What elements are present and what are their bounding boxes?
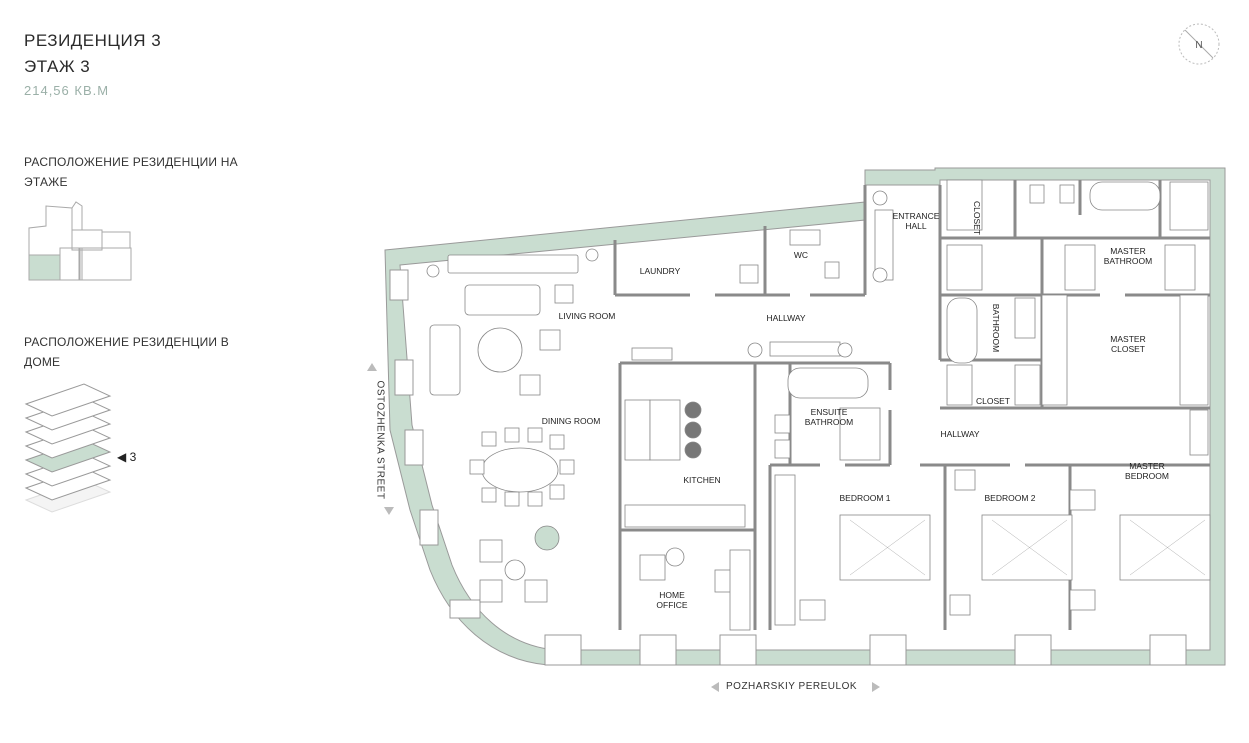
room-kitchen: KITCHEN <box>683 475 721 485</box>
arrow-down-icon <box>384 507 394 515</box>
room-wc: WC <box>793 250 809 260</box>
area-value: 214,56 КВ.М <box>24 83 110 98</box>
room-bedroom-2: BEDROOM 2 <box>984 493 1036 503</box>
room-ensuite-bathroom: ENSUITE BATHROOM <box>804 407 854 427</box>
room-bedroom-1: BEDROOM 1 <box>839 493 891 503</box>
floor-marker: ◀ 3 <box>117 450 137 464</box>
room-master-bedroom: MASTER BEDROOM <box>1125 461 1169 481</box>
street-south: POZHARSKIY PEREULOK <box>726 681 858 692</box>
room-closet-mid: CLOSET <box>975 396 1011 406</box>
arrow-right-icon <box>872 682 880 692</box>
room-master-closet: MASTER CLOSET <box>1110 334 1146 354</box>
room-dining-room: DINING ROOM <box>541 416 601 426</box>
room-closet-top: CLOSET <box>972 200 982 236</box>
building-stack-diagram <box>24 383 112 513</box>
arrow-left-icon <box>711 682 719 692</box>
street-west: OSTOZHENKA STREET <box>374 380 386 500</box>
room-hallway-top: HALLWAY <box>766 313 806 323</box>
room-hallway-mid: HALLWAY <box>940 429 980 439</box>
floor-name: ЭТАЖ 3 <box>24 57 91 76</box>
floor-thumbnail <box>28 201 132 281</box>
floor-plan <box>384 167 1226 666</box>
room-living-room: LIVING ROOM <box>558 311 616 321</box>
location-floor-title: РАСПОЛОЖЕНИЕ РЕЗИДЕНЦИИ НА ЭТАЖЕ <box>24 155 238 189</box>
residence-name: РЕЗИДЕНЦИЯ 3 <box>24 31 162 50</box>
room-laundry: LAUNDRY <box>639 266 681 276</box>
room-home-office: HOME OFFICE <box>656 590 688 610</box>
residence-title: РЕЗИДЕНЦИЯ 3 ЭТАЖ 3 <box>24 28 161 80</box>
arrow-up-icon <box>367 363 377 371</box>
room-bathroom: BATHROOM <box>991 303 1001 353</box>
room-master-bathroom: MASTER BATHROOM <box>1103 246 1153 266</box>
location-building-title: РАСПОЛОЖЕНИЕ РЕЗИДЕНЦИИ В ДОМЕ <box>24 335 229 369</box>
compass-letter: N <box>1195 40 1202 51</box>
compass-icon: N <box>1178 23 1220 65</box>
room-entrance-hall: ENTRANCE HALL <box>892 211 940 231</box>
